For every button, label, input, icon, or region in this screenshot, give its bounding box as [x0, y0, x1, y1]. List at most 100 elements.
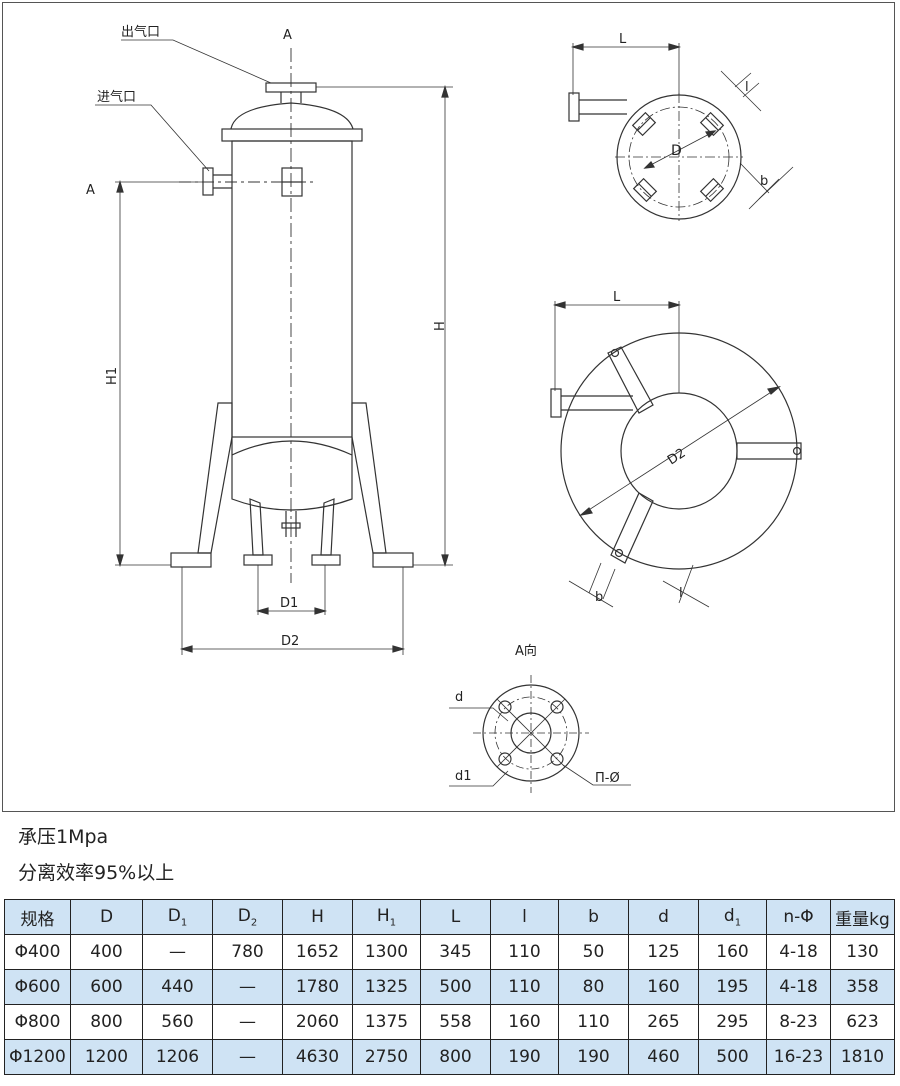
table-cell: 4630 [282, 1039, 353, 1075]
table-cell: 500 [420, 969, 491, 1005]
dim-l-top-label: L [619, 32, 627, 47]
dim-n-phi-label: Π-Ø [595, 771, 620, 786]
header-text: 重量kg [835, 909, 890, 930]
inlet-label: 进气口 [97, 89, 136, 105]
table-cell: 1206 [142, 1039, 213, 1075]
table-header-cell: n-Φ [766, 899, 831, 935]
table-header-cell: D1 [142, 899, 213, 935]
table-cell: 2750 [352, 1039, 421, 1075]
table-header-cell: H [282, 899, 353, 935]
table-cell: 1200 [70, 1039, 143, 1075]
a-view-title: A向 [515, 643, 537, 659]
table-cell: — [142, 934, 213, 970]
table-cell: 345 [420, 934, 491, 970]
table-cell: Φ600 [4, 969, 71, 1005]
table-cell: 80 [558, 969, 629, 1005]
header-text: 规格 [20, 909, 55, 930]
section-a-top-label: A [283, 28, 292, 43]
table-cell: 110 [558, 1004, 629, 1040]
table-cell: 16-23 [766, 1039, 831, 1075]
header-text: H [376, 905, 390, 926]
table-header-cell: l [490, 899, 559, 935]
dim-d1-label: D1 [280, 596, 298, 611]
dim-l-mid-label: L [613, 290, 621, 305]
table-cell: 265 [628, 1004, 699, 1040]
table-cell: Φ400 [4, 934, 71, 970]
table-cell: — [212, 1004, 283, 1040]
header-text: L [450, 907, 461, 927]
dim-l-small-mid-label: l [679, 586, 683, 601]
dim-h-label: H [433, 321, 448, 331]
table-cell: — [212, 1039, 283, 1075]
outlet-label: 出气口 [121, 24, 160, 40]
table-header-cell: b [558, 899, 629, 935]
technical-drawing: 出气口 进气口 A A H H1 D1 D2 L L D D2 b b l l … [2, 2, 895, 812]
table-cell: 110 [490, 934, 559, 970]
dim-d-small-label: d [455, 690, 463, 705]
middle-plan-view [550, 301, 802, 608]
dim-l-small-top-label: l [745, 80, 749, 95]
table-cell: 780 [212, 934, 283, 970]
table-cell: 800 [70, 1004, 143, 1040]
header-subscript: 1 [389, 917, 397, 929]
table-cell: Φ1200 [4, 1039, 71, 1075]
table-header-cell: d1 [698, 899, 767, 935]
table-cell: 623 [830, 1004, 895, 1040]
table-cell: 800 [420, 1039, 491, 1075]
efficiency-note: 分离效率95%以上 [18, 862, 175, 884]
table-cell: 8-23 [766, 1004, 831, 1040]
header-text: D [237, 905, 251, 926]
table-header-cell: H1 [352, 899, 421, 935]
table-cell: 500 [698, 1039, 767, 1075]
front-elevation [95, 39, 453, 655]
dim-d1-small-label: d1 [455, 769, 472, 784]
table-cell: 295 [698, 1004, 767, 1040]
table-cell: 400 [70, 934, 143, 970]
table-cell: 160 [698, 934, 767, 970]
table-header-cell: D [70, 899, 143, 935]
table-cell: Φ800 [4, 1004, 71, 1040]
header-text: n-Φ [783, 907, 814, 927]
header-text: b [588, 907, 599, 927]
table-cell: 1780 [282, 969, 353, 1005]
table-header-cell: D2 [212, 899, 283, 935]
table-header-cell: 规格 [4, 899, 71, 935]
dim-h1-label: H1 [105, 367, 120, 385]
dim-d2-label: D2 [281, 634, 299, 649]
table-cell: 1375 [352, 1004, 421, 1040]
table-cell: 1325 [352, 969, 421, 1005]
table-cell: 440 [142, 969, 213, 1005]
table-cell: 460 [628, 1039, 699, 1075]
header-subscript: 1 [734, 917, 742, 929]
dim-d-label: D [671, 143, 682, 159]
header-text: l [522, 907, 527, 927]
table-cell: 2060 [282, 1004, 353, 1040]
dim-b-top-label: b [760, 174, 768, 189]
top-plan-view [568, 43, 794, 221]
table-cell: 4-18 [766, 969, 831, 1005]
table-cell: 125 [628, 934, 699, 970]
table-cell: 1810 [830, 1039, 895, 1075]
table-cell: 160 [628, 969, 699, 1005]
header-subscript: 2 [250, 917, 258, 929]
header-text: D [167, 905, 181, 926]
header-text: d [658, 907, 669, 927]
table-cell: 130 [830, 934, 895, 970]
section-a-left-label: A [86, 183, 95, 198]
header-text: H [311, 907, 324, 927]
table-cell: 110 [490, 969, 559, 1005]
table-cell: 195 [698, 969, 767, 1005]
table-cell: 358 [830, 969, 895, 1005]
table-header-cell: d [628, 899, 699, 935]
table-header-cell: 重量kg [830, 899, 895, 935]
header-subscript: 1 [180, 917, 188, 929]
table-cell: 190 [558, 1039, 629, 1075]
table-cell: 1652 [282, 934, 353, 970]
table-cell: 190 [490, 1039, 559, 1075]
a-view-flange [449, 675, 631, 793]
